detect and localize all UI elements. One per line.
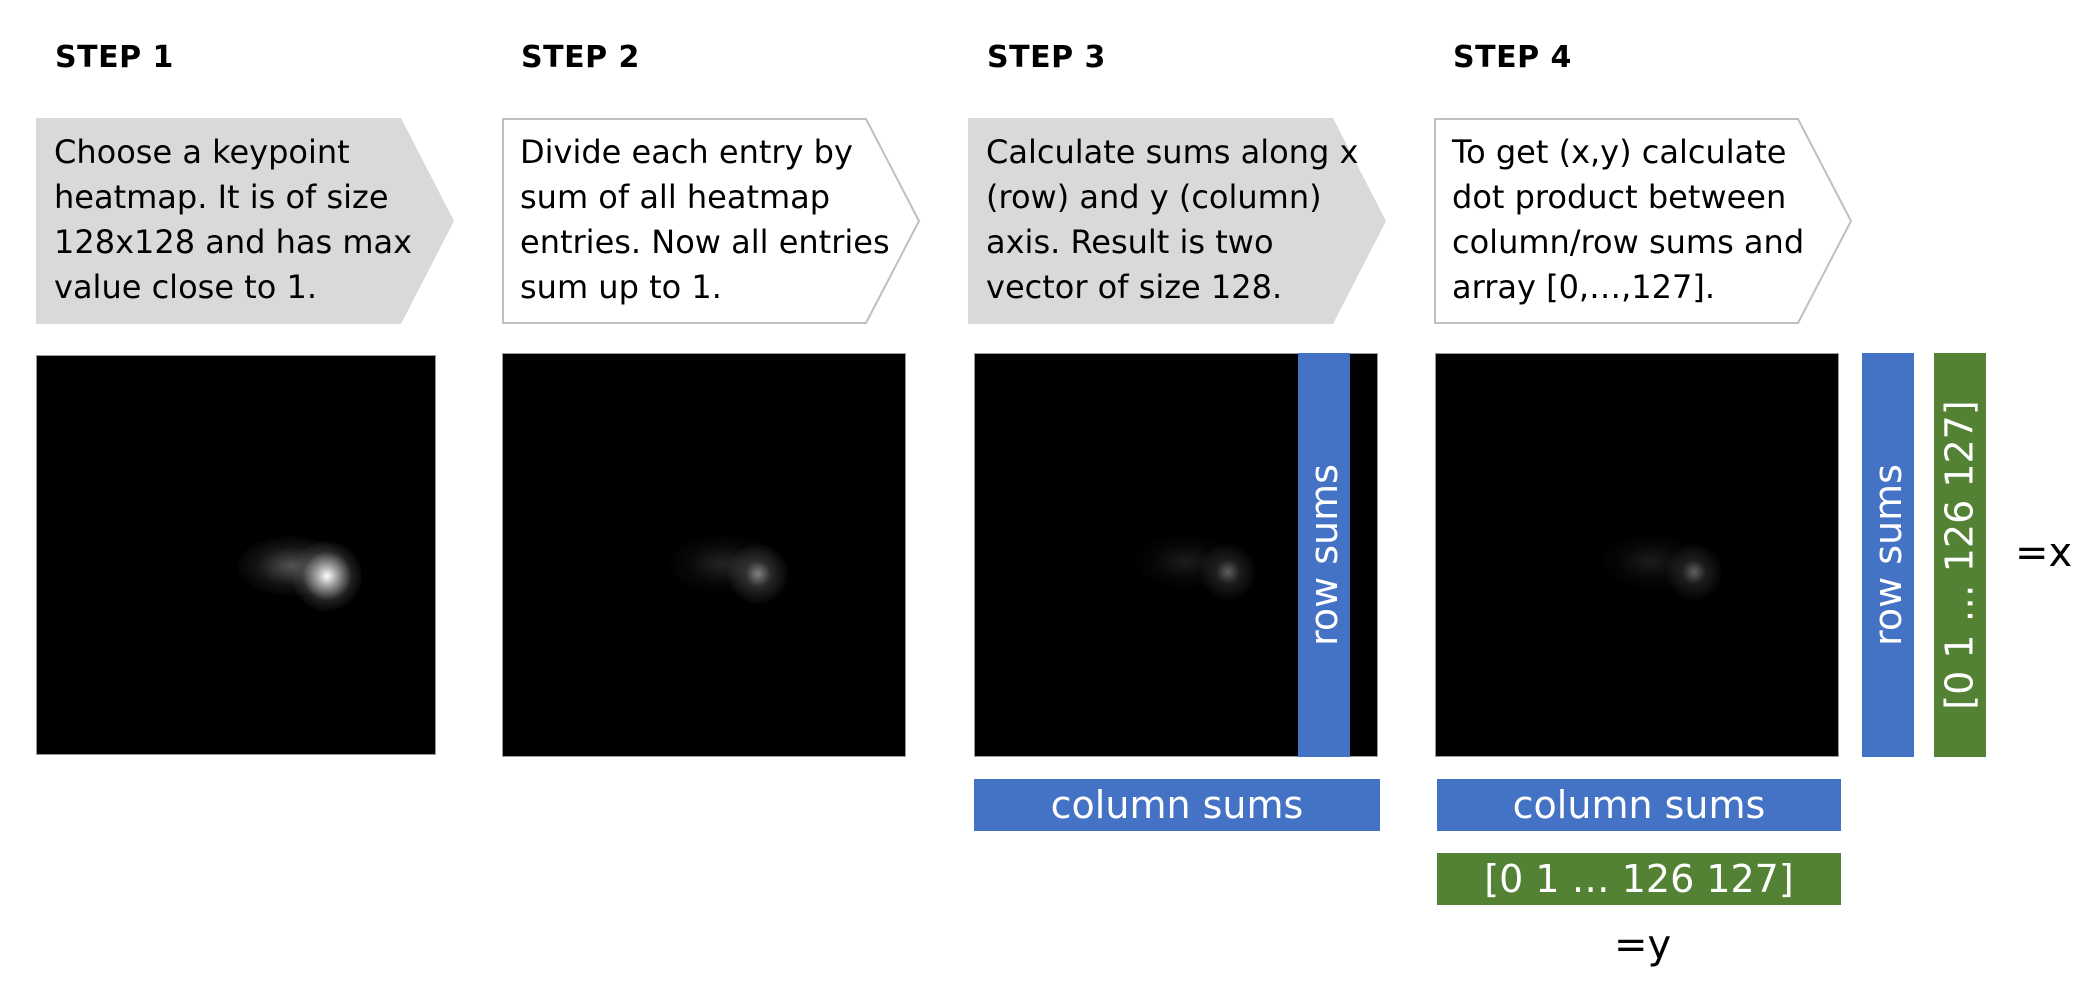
index-array-vertical-label: [0 1 … 126 127] [1938,400,1983,710]
step-1-title: STEP 1 [55,40,174,75]
index-array-horizontal-label: [0 1 … 126 127] [1484,857,1794,901]
step-4-description: To get (x,y) calculate dot product betwe… [1452,133,1805,306]
step-3-arrow: Calculate sums along x (row) and y (colu… [968,118,1428,324]
index-array-vertical-bar: [0 1 … 126 127] [1934,353,1986,757]
heatmap-blob-peak [1666,544,1722,600]
row-sums-label: row sums [1302,464,1346,646]
column-sums-bar: column sums [974,779,1380,831]
step-1-description: Choose a keypoint heatmap. It is of size… [54,133,413,306]
heatmap-blob-peak [1200,544,1256,600]
arrow-shape [968,118,1386,324]
step-4-arrow: To get (x,y) calculate dot product betwe… [1434,118,1894,324]
heatmap-blob-peak [292,541,362,611]
heatmap-blob-peak [728,544,788,604]
row-sums-label: row sums [1866,464,1910,646]
step-4-title: STEP 4 [1453,40,1572,75]
row-sums-bar: row sums [1298,353,1350,757]
step-3-title: STEP 3 [987,40,1106,75]
arrow-shape [36,118,454,324]
index-array-horizontal-bar: [0 1 … 126 127] [1437,853,1841,905]
step-1-arrow: Choose a keypoint heatmap. It is of size… [36,118,496,324]
heatmap-step4 [1435,353,1839,757]
step-3-description: Calculate sums along x (row) and y (colu… [986,133,1359,306]
row-sums-bar-step4: row sums [1862,353,1914,757]
column-sums-bar-step4: column sums [1437,779,1841,831]
arrow-shape [1434,118,1853,324]
heatmap-normalized [502,353,906,757]
step-2-title: STEP 2 [521,40,640,75]
heatmap-original [36,355,436,755]
equals-x-label: =x [2015,530,2073,576]
column-sums-label: column sums [1050,783,1304,827]
arrow-shape [502,118,921,324]
equals-y-label: =y [1614,922,1672,968]
step-2-description: Divide each entry by sum of all heatmap … [520,133,890,306]
column-sums-label: column sums [1512,783,1766,827]
step-2-arrow: Divide each entry by sum of all heatmap … [502,118,962,324]
